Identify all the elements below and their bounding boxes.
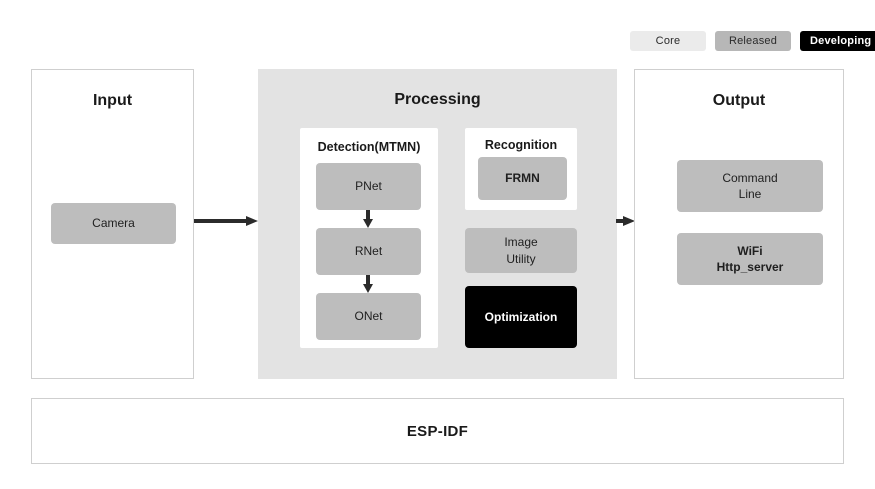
esp-idf-label: ESP-IDF <box>406 422 469 440</box>
legend-chip-developing: Developing <box>800 31 875 51</box>
arrow-shaft <box>194 219 248 223</box>
arrow-head <box>246 216 258 226</box>
legend-chip-core-label: Core <box>655 35 681 47</box>
image-utility-box: Image Utility <box>465 228 577 273</box>
recognition-subpanel: Recognition FRMN <box>465 128 577 210</box>
arrow-pnet-to-rnet-icon <box>363 210 373 228</box>
arrow-head <box>363 219 373 228</box>
detection-subpanel-title: Detection(MTMN) <box>317 140 421 154</box>
image-utility-label: Image Utility <box>504 235 538 266</box>
wifi-http-server-box: WiFi Http_server <box>677 233 823 285</box>
arrow-rnet-to-onet-icon <box>363 275 373 293</box>
arrow-processing-to-output-icon <box>616 216 635 226</box>
optimization-box: Optimization <box>465 286 577 348</box>
esp-idf-bar: ESP-IDF <box>31 398 844 464</box>
legend: Core Released Developing <box>630 31 875 51</box>
output-panel: Output Command Line WiFi Http_server <box>634 69 844 379</box>
legend-chip-released: Released <box>715 31 791 51</box>
camera-box: Camera <box>51 203 176 244</box>
processing-panel-title: Processing <box>394 91 481 108</box>
legend-chip-released-label: Released <box>728 35 778 47</box>
wifi-http-server-label: WiFi Http_server <box>716 243 784 274</box>
arrow-shaft <box>366 210 370 220</box>
frmn-box: FRMN <box>478 157 567 200</box>
legend-chip-core: Core <box>630 31 706 51</box>
arrow-shaft <box>616 219 625 223</box>
input-panel-title: Input <box>92 92 133 109</box>
rnet-box: RNet <box>316 228 421 275</box>
arrow-head <box>623 216 635 226</box>
processing-panel: Processing Detection(MTMN) PNet RNet ONe… <box>258 69 617 379</box>
recognition-subpanel-title: Recognition <box>484 138 558 152</box>
command-line-box: Command Line <box>677 160 823 212</box>
onet-box: ONet <box>316 293 421 340</box>
output-panel-title: Output <box>712 92 766 109</box>
command-line-label: Command Line <box>722 170 778 201</box>
arrow-shaft <box>366 275 370 285</box>
arrow-head <box>363 284 373 293</box>
pnet-box: PNet <box>316 163 421 210</box>
detection-subpanel: Detection(MTMN) PNet RNet ONet <box>300 128 438 348</box>
legend-chip-developing-label: Developing <box>810 35 872 47</box>
input-panel: Input Camera <box>31 69 194 379</box>
arrow-input-to-processing-icon <box>194 216 258 226</box>
